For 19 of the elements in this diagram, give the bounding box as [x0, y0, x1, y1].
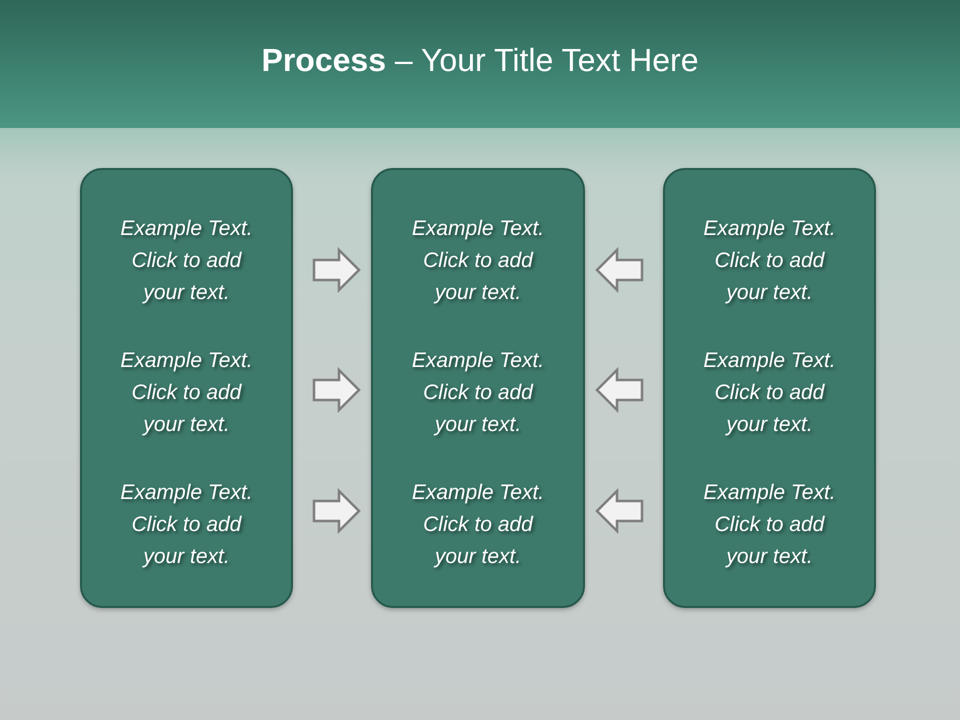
block-arrow [312, 246, 361, 294]
block-arrow [312, 488, 361, 534]
block-arrow [595, 366, 644, 414]
placeholder-text: Example Text. Click to add your text. [119, 348, 254, 438]
placeholder-text: Example Text. Click to add your text. [410, 480, 546, 570]
block-arrow [595, 246, 644, 294]
placeholder-text: Example Text. Click to add your text. [702, 480, 837, 570]
placeholder-text: Example Text. Click to add your text. [119, 216, 254, 306]
placeholder-text: Example Text. Click to add your text. [702, 348, 837, 438]
placeholder-text: Example Text. Click to add your text. [119, 480, 254, 570]
text-panel [371, 168, 585, 608]
placeholder-text: Example Text. Click to add your text. [410, 348, 546, 438]
slide-title: Process – Your Title Text Here [261, 41, 698, 80]
block-arrow [312, 366, 361, 414]
placeholder-text: Example Text. Click to add your text. [702, 216, 837, 306]
block-arrow [595, 488, 644, 534]
text-panel [663, 168, 876, 608]
text-panel [80, 168, 293, 608]
placeholder-text: Example Text. Click to add your text. [410, 216, 546, 306]
